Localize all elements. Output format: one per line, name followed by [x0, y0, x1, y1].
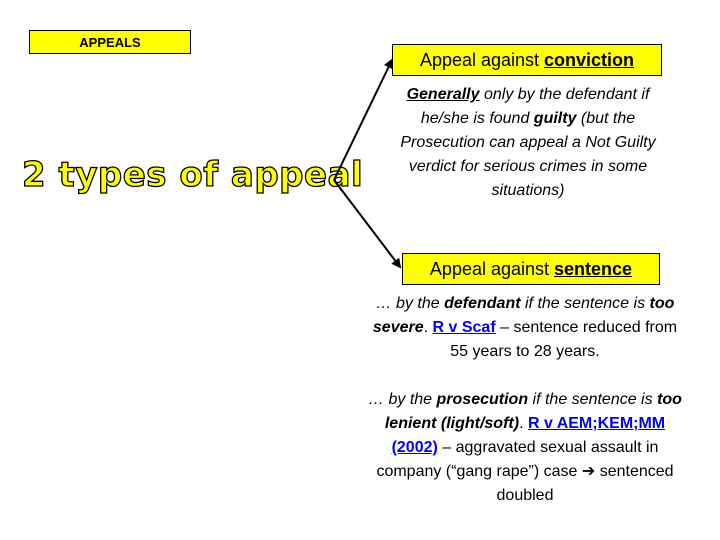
- appeals-tag-label: APPEALS: [79, 34, 141, 50]
- prosecution-sentence-description: … by the prosecution if the sentence is …: [362, 388, 688, 508]
- prosecution-case-result: – aggravated sexual assault in company (…: [376, 439, 659, 480]
- conviction-box-prefix: Appeal against: [419, 49, 540, 70]
- sentence-box-prefix: Appeal against: [429, 258, 550, 279]
- sentence-appeal-box: Appeal against sentence: [402, 253, 660, 285]
- punctuation: .: [519, 415, 528, 432]
- guilty-text: guilty: [533, 110, 577, 127]
- defendant-desc-text-2: if the sentence is: [520, 295, 650, 312]
- conviction-desc-text: only by the defendant if he/she is found: [420, 86, 650, 127]
- defendant-keyword: defendant: [444, 295, 521, 312]
- prosecution-desc-text: … by the: [368, 391, 437, 408]
- generally-text: Generally: [406, 86, 480, 103]
- prosecution-keyword: prosecution: [436, 391, 529, 408]
- too-severe-keyword: too severe: [372, 295, 675, 336]
- sentence-box-keyword: sentence: [554, 258, 633, 279]
- punctuation: .: [423, 319, 433, 336]
- defendant-sentence-description: … by the defendant if the sentence is to…: [362, 292, 688, 364]
- prosecution-desc-text-2: if the sentence is: [528, 391, 658, 408]
- conviction-appeal-box: Appeal against conviction: [392, 44, 662, 76]
- conviction-box-keyword: conviction: [544, 49, 635, 70]
- too-lenient-keyword: too lenient (light/soft): [384, 391, 682, 432]
- conviction-desc-text-2: (but the Prosecution can appeal a Not Gu…: [400, 110, 656, 199]
- defendant-case-result: – sentence reduced from 55 years to 28 y…: [450, 319, 678, 360]
- appeals-tag: APPEALS: [29, 30, 191, 54]
- case-link-r-v-aem[interactable]: R v AEM;KEM;MM (2002): [391, 415, 666, 456]
- prosecution-case-result-2: sentenced doubled: [496, 463, 674, 504]
- conviction-description: Generally only by the defendant if he/sh…: [392, 83, 664, 203]
- right-arrow-icon: ➔: [581, 463, 596, 480]
- slide-title: 2 types of appeal: [21, 154, 364, 195]
- defendant-desc-text: … by the: [375, 295, 445, 312]
- case-link-r-v-scaf[interactable]: R v Scaf: [432, 319, 496, 336]
